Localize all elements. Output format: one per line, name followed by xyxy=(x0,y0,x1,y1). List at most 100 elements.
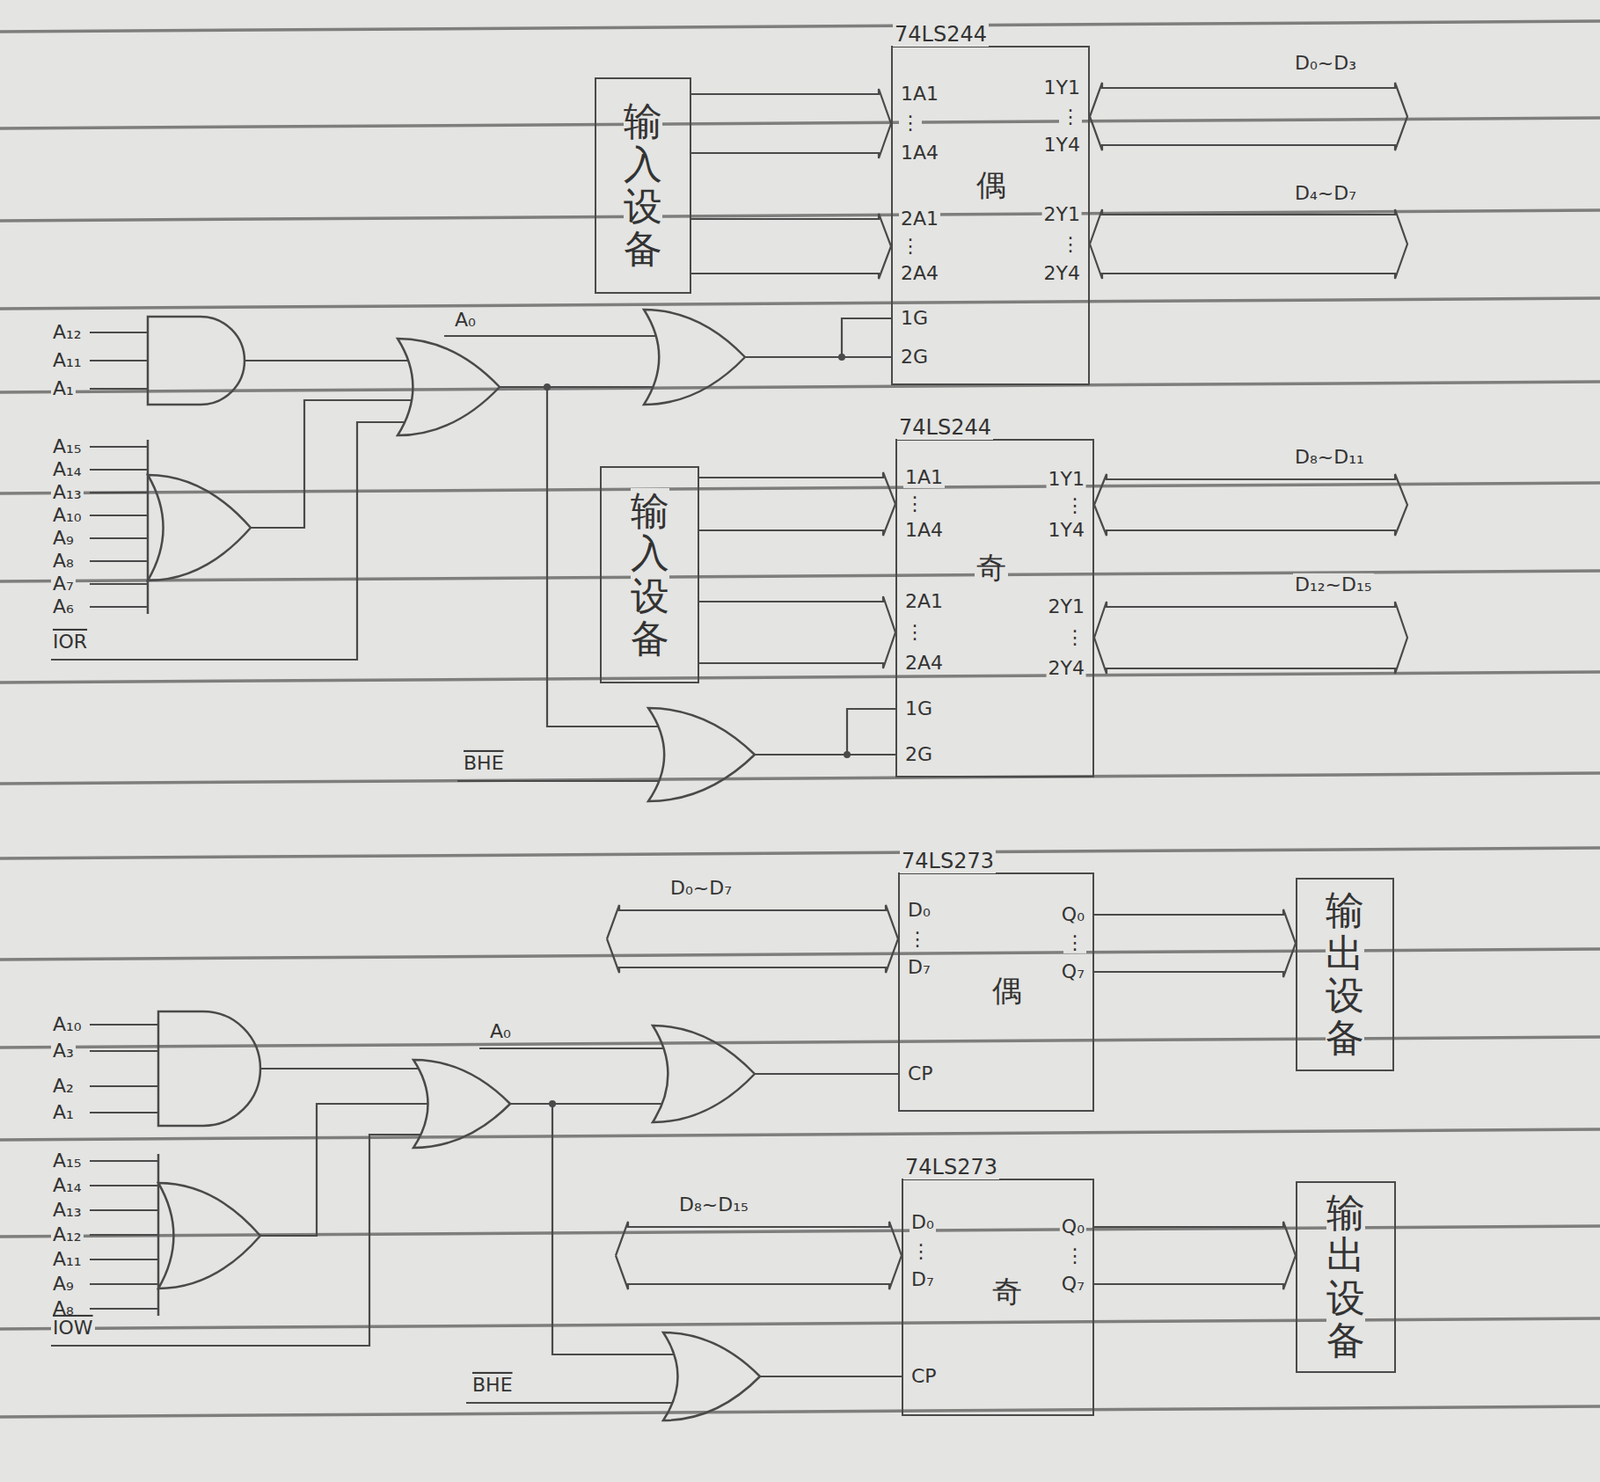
signal-label: A₁₃ xyxy=(51,1198,84,1221)
label-holder: Q₇ xyxy=(1059,1273,1087,1295)
label-holder: A₉ xyxy=(51,1273,76,1295)
wire xyxy=(89,359,148,362)
label-holder: 1G xyxy=(903,698,935,720)
chip-name: 74LS273 xyxy=(903,1154,1000,1180)
label-holder: A₁₁ xyxy=(51,1249,84,1271)
text-holder: 偶 xyxy=(974,168,1009,202)
label-holder: A₁₄ xyxy=(51,1175,84,1197)
label-holder: A₆ xyxy=(51,596,76,618)
signal-label: A₉ xyxy=(51,1272,76,1295)
bus-connector xyxy=(699,596,896,669)
ruled-line xyxy=(0,482,1600,494)
label-holder: D₇ xyxy=(905,957,933,979)
device-name: 输入设备 xyxy=(630,488,670,663)
signal-label: 1A4 xyxy=(903,518,945,541)
label-holder: ⋮ xyxy=(1063,1245,1087,1267)
wire xyxy=(89,583,148,585)
text-holder: 74LS273 xyxy=(903,1155,1000,1179)
label-holder: A₁₁ xyxy=(51,350,84,372)
signal-label: BHE xyxy=(461,752,506,775)
label-holder: Q₇ xyxy=(1059,961,1087,983)
signal-label: ⋮ xyxy=(898,111,922,134)
signal-label: A₁₄ xyxy=(51,1174,84,1197)
label-holder: A₁₂ xyxy=(51,321,84,344)
signal-label: ⋮ xyxy=(909,1240,933,1263)
label-holder: D₈~D₁₅ xyxy=(677,1194,751,1216)
signal-label: Q₇ xyxy=(1059,1272,1087,1295)
signal-label: A₁₄ xyxy=(51,458,84,481)
label-holder: ⋮ xyxy=(1063,932,1087,954)
signal-label: D₁₂~D₁₅ xyxy=(1293,573,1374,596)
ruled-line xyxy=(0,1129,1600,1140)
ruled-line xyxy=(0,117,1600,129)
wire xyxy=(89,1307,159,1310)
signal-label: ⋮ xyxy=(1063,931,1087,954)
wire xyxy=(754,1073,899,1075)
signal-label: A₁₃ xyxy=(51,481,84,504)
logic-gate xyxy=(663,1332,760,1421)
signal-label: 1A4 xyxy=(898,141,941,164)
logic-gate xyxy=(158,1183,261,1289)
signal-label: ⋮ xyxy=(1059,105,1082,128)
signal-label: A₁₂ xyxy=(51,1223,84,1246)
signal-label: D₄~D₇ xyxy=(1293,182,1359,205)
wire xyxy=(479,1047,665,1050)
data-bus xyxy=(615,1221,902,1290)
label-holder: BHE xyxy=(461,752,506,775)
data-bus xyxy=(1094,474,1408,536)
label-holder: 2A4 xyxy=(903,652,945,674)
chip-marker: 偶 xyxy=(990,972,1024,1009)
label-holder: D₄~D₇ xyxy=(1293,182,1359,205)
label-holder: 2Y1 xyxy=(1046,596,1087,618)
device-box: 输出设备 xyxy=(1295,877,1395,1072)
signal-label: D₇ xyxy=(909,1268,936,1291)
signal-label: A₀ xyxy=(488,1020,513,1043)
wire xyxy=(89,1085,159,1088)
signal-label: D₀ xyxy=(905,898,933,921)
label-holder: A₁₃ xyxy=(51,1199,84,1221)
signal-label: 2A4 xyxy=(898,262,941,285)
label-holder: ⋮ xyxy=(1059,233,1082,256)
label-holder: ⋮ xyxy=(905,928,929,950)
label-holder: A₁₂ xyxy=(51,1224,84,1246)
signal-label: 2G xyxy=(898,345,930,368)
wire xyxy=(89,560,148,563)
signal-label: 1A1 xyxy=(898,82,941,105)
signal-label: 1Y1 xyxy=(1046,467,1087,490)
ruled-line xyxy=(0,847,1600,859)
wire xyxy=(89,1209,159,1212)
label-holder: 1A1 xyxy=(903,467,945,489)
signal-label: 1Y4 xyxy=(1046,518,1087,541)
signal-label: A₁ xyxy=(51,1101,76,1124)
signal-label: 2Y4 xyxy=(1046,657,1087,680)
label-holder: A₁₀ xyxy=(51,1014,84,1036)
logic-gate xyxy=(158,1011,261,1126)
signal-label: 1A1 xyxy=(903,466,945,489)
signal-label: ⋮ xyxy=(1059,233,1082,256)
wire xyxy=(89,1234,159,1236)
label-holder: 1G xyxy=(898,307,930,329)
signal-label: Q₀ xyxy=(1059,903,1087,926)
label-holder: ⋮ xyxy=(1059,106,1082,128)
wire xyxy=(89,445,148,448)
device-box: 输出设备 xyxy=(1295,1181,1396,1374)
label-holder: A₁₅ xyxy=(51,1150,84,1172)
signal-label: Q₀ xyxy=(1059,1215,1087,1238)
signal-label: A₁₀ xyxy=(51,1013,84,1036)
bus-connector xyxy=(699,472,896,536)
text-holder: 输入设备 xyxy=(630,488,670,663)
signal-label: ⋮ xyxy=(903,492,927,515)
wire xyxy=(759,1375,902,1378)
data-bus xyxy=(1094,601,1408,674)
signal-label: A₁₁ xyxy=(51,1248,84,1271)
bus-connector xyxy=(691,88,892,159)
label-holder: 2G xyxy=(903,744,935,766)
chip-name: 74LS244 xyxy=(892,21,989,47)
label-holder: 1A1 xyxy=(898,83,941,105)
signal-label: Q₇ xyxy=(1059,960,1087,983)
label-holder: A₈ xyxy=(51,550,76,572)
signal-label: BHE xyxy=(470,1373,515,1396)
signal-label: A₁ xyxy=(51,377,76,400)
signal-label: D₈~D₁₁ xyxy=(1293,445,1367,468)
